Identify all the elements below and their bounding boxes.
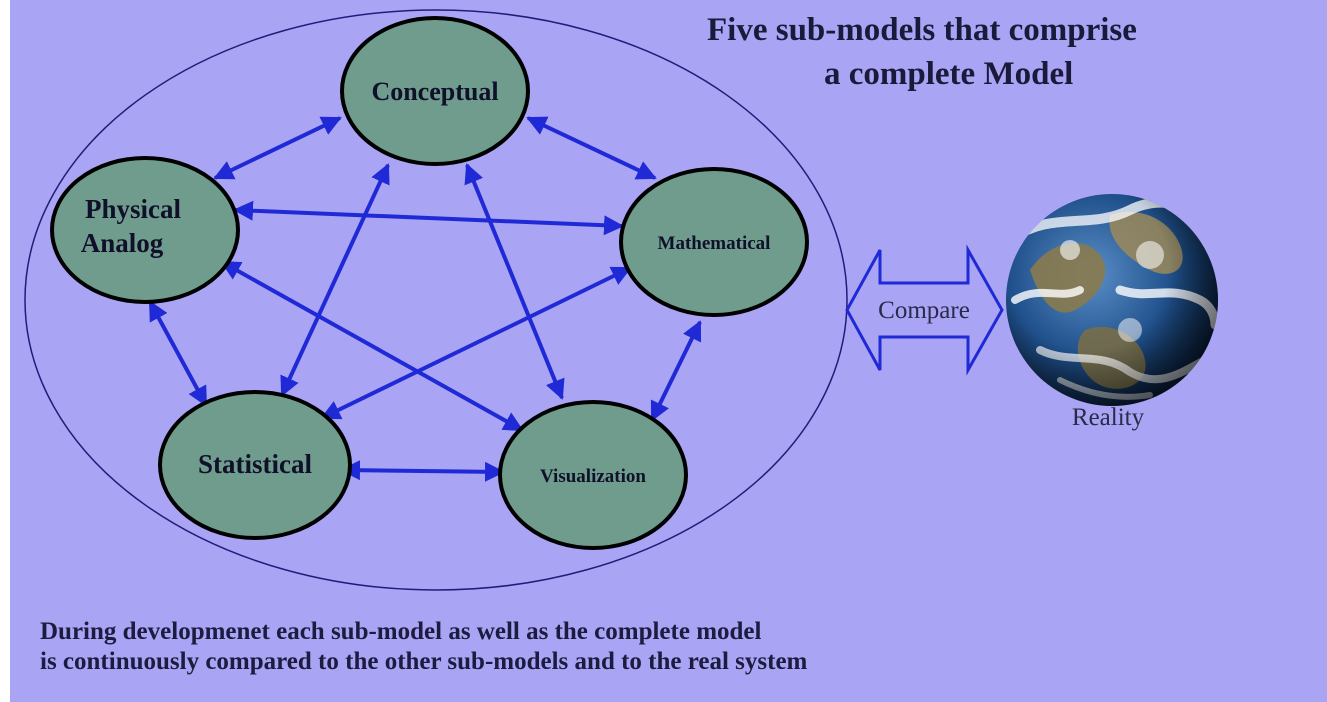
- earth-globe-icon: [1006, 194, 1218, 406]
- reality-label: Reality: [1072, 404, 1145, 431]
- title-line-2: a complete Model: [824, 56, 1074, 92]
- node-mathematical-label: Mathematical: [658, 233, 771, 254]
- sub-model-diagram: Conceptual Physical Analog Mathematical …: [24, 9, 1218, 591]
- node-statistical: Statistical: [158, 390, 352, 540]
- arrow-conceptual-physical: [213, 116, 342, 180]
- arrow-conceptual-statistical: [280, 163, 390, 397]
- node-visualization-label: Visualization: [540, 466, 646, 487]
- caption-line-1: During developmenet each sub-model as we…: [40, 618, 762, 645]
- node-conceptual-label: Conceptual: [371, 77, 498, 106]
- node-physical-label-line2: Analog: [81, 228, 164, 258]
- node-physical-label-line1: Physical: [85, 194, 182, 224]
- arrow-physical-mathematical: [233, 200, 624, 236]
- node-mathematical: Mathematical: [619, 167, 809, 317]
- arrow-mathematical-statistical: [320, 266, 632, 420]
- node-visualization: Visualization: [498, 400, 688, 550]
- title-line-1: Five sub-models that comprise: [707, 12, 1137, 48]
- arrow-statistical-visualization: [340, 460, 505, 482]
- compare-label: Compare: [878, 297, 970, 324]
- caption-line-2: is continuously compared to the other su…: [40, 648, 808, 675]
- arrow-conceptual-mathematical: [526, 116, 657, 180]
- arrow-conceptual-visualization: [464, 163, 565, 400]
- arrow-mathematical-visualization: [650, 320, 702, 422]
- connection-arrows: [148, 116, 702, 482]
- node-conceptual: Conceptual: [340, 16, 530, 166]
- arrow-physical-statistical: [148, 300, 208, 407]
- node-physical-analog: Physical Analog: [50, 156, 240, 304]
- diagram-canvas: Conceptual Physical Analog Mathematical …: [10, 0, 1327, 702]
- complete-model-boundary: [24, 9, 848, 591]
- node-statistical-label: Statistical: [198, 449, 312, 479]
- compare-double-arrow: Compare: [845, 244, 1004, 376]
